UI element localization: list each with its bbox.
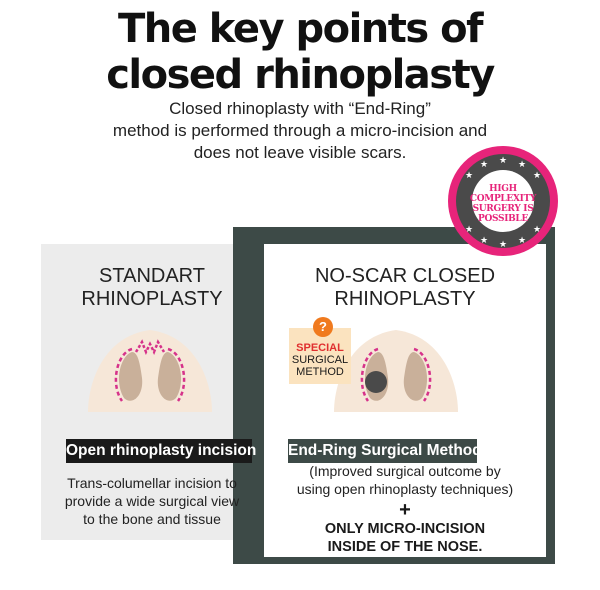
badge-line-4: POSSIBLE [477, 214, 528, 224]
badge-label: HIGH COMPLEXITY SURGERY IS POSSIBLE [458, 184, 548, 224]
intro-paragraph: Closed rhinoplasty with “End-Ring” metho… [60, 98, 540, 164]
badge-line-3: SURGERY IS [472, 204, 534, 214]
badge-line-1: HIGH [489, 184, 517, 194]
title-line-2: closed rhinoplasty [106, 52, 495, 98]
open-rhinoplasty-label: Open rhinoplasty incision [66, 439, 256, 463]
end-ring-method-label: End-Ring Surgical Method [288, 439, 482, 463]
special-line-1: SPECIAL [296, 342, 344, 354]
closed-rhinoplasty-nose-illustration [334, 330, 458, 412]
intro-line-2: method is performed through a micro-inci… [112, 121, 488, 140]
page-title: The key points of closed rhinoplasty [0, 6, 600, 98]
micro-incision-line-1: ONLY MICRO-INCISION [324, 521, 486, 537]
standard-heading-line-2: RHINOPLASTY [81, 288, 223, 310]
right-nostril [157, 352, 182, 401]
question-icon: ? [313, 317, 333, 337]
svg-text:★: ★ [465, 225, 473, 235]
badge-line-2: COMPLEXITY [469, 194, 537, 204]
standard-desc-line-3: to the bone and tissue [83, 511, 221, 527]
left-nostril [118, 352, 143, 401]
svg-text:★: ★ [533, 171, 541, 181]
svg-text:★: ★ [465, 171, 473, 181]
micro-incision-line-2: INSIDE OF THE NOSE. [327, 539, 483, 555]
star-ring-icon: ★ ★ ★ ★ ★ ★ ★ ★ ★ ★ [465, 156, 541, 250]
badge-center [472, 170, 534, 232]
svg-text:★: ★ [499, 156, 507, 166]
standard-description: Trans-columellar incision to provide a w… [41, 474, 263, 528]
title-line-1: The key points of [117, 6, 484, 52]
closed-card-heading: NO-SCAR CLOSED RHINOPLASTY [264, 265, 546, 311]
standard-desc-line-2: provide a wide surgical view [64, 493, 240, 509]
intro-line-1: Closed rhinoplasty with “End-Ring” [169, 99, 431, 118]
svg-text:★: ★ [518, 236, 526, 246]
special-line-3: METHOD [296, 366, 344, 378]
intro-line-3: does not leave visible scars. [193, 143, 407, 162]
open-rhinoplasty-nose-illustration [88, 330, 212, 412]
svg-text:★: ★ [518, 160, 526, 170]
micro-incision-statement: ONLY MICRO-INCISION INSIDE OF THE NOSE. [264, 520, 546, 556]
standard-desc-line-1: Trans-columellar incision to [67, 475, 237, 491]
svg-text:★: ★ [533, 225, 541, 235]
closed-heading-line-1: NO-SCAR CLOSED [314, 265, 496, 287]
nose-skin [88, 330, 212, 412]
svg-text:★: ★ [499, 240, 507, 250]
right-nostril [403, 352, 428, 401]
closed-desc-line-1: (Improved surgical outcome by [309, 463, 501, 479]
svg-text:★: ★ [480, 236, 488, 246]
closed-description: (Improved surgical outcome by using open… [264, 462, 546, 498]
closed-heading-line-2: RHINOPLASTY [334, 288, 476, 310]
closed-desc-line-2: using open rhinoplasty techniques) [296, 481, 514, 497]
special-method-text: SPECIAL SURGICAL METHOD [289, 342, 351, 378]
plus-sign: + [399, 499, 411, 521]
special-method-callout [289, 328, 351, 384]
high-complexity-badge: ★ ★ ★ ★ ★ ★ ★ ★ ★ ★ [448, 146, 558, 256]
nose-skin [334, 330, 458, 412]
special-line-2: SURGICAL [291, 354, 349, 366]
svg-text:★: ★ [480, 160, 488, 170]
columella-incision-line [134, 339, 166, 356]
standard-card-heading: STANDART RHINOPLASTY [41, 265, 263, 311]
standard-heading-line-1: STANDART [99, 265, 205, 287]
micro-incision-highlight [365, 371, 387, 393]
